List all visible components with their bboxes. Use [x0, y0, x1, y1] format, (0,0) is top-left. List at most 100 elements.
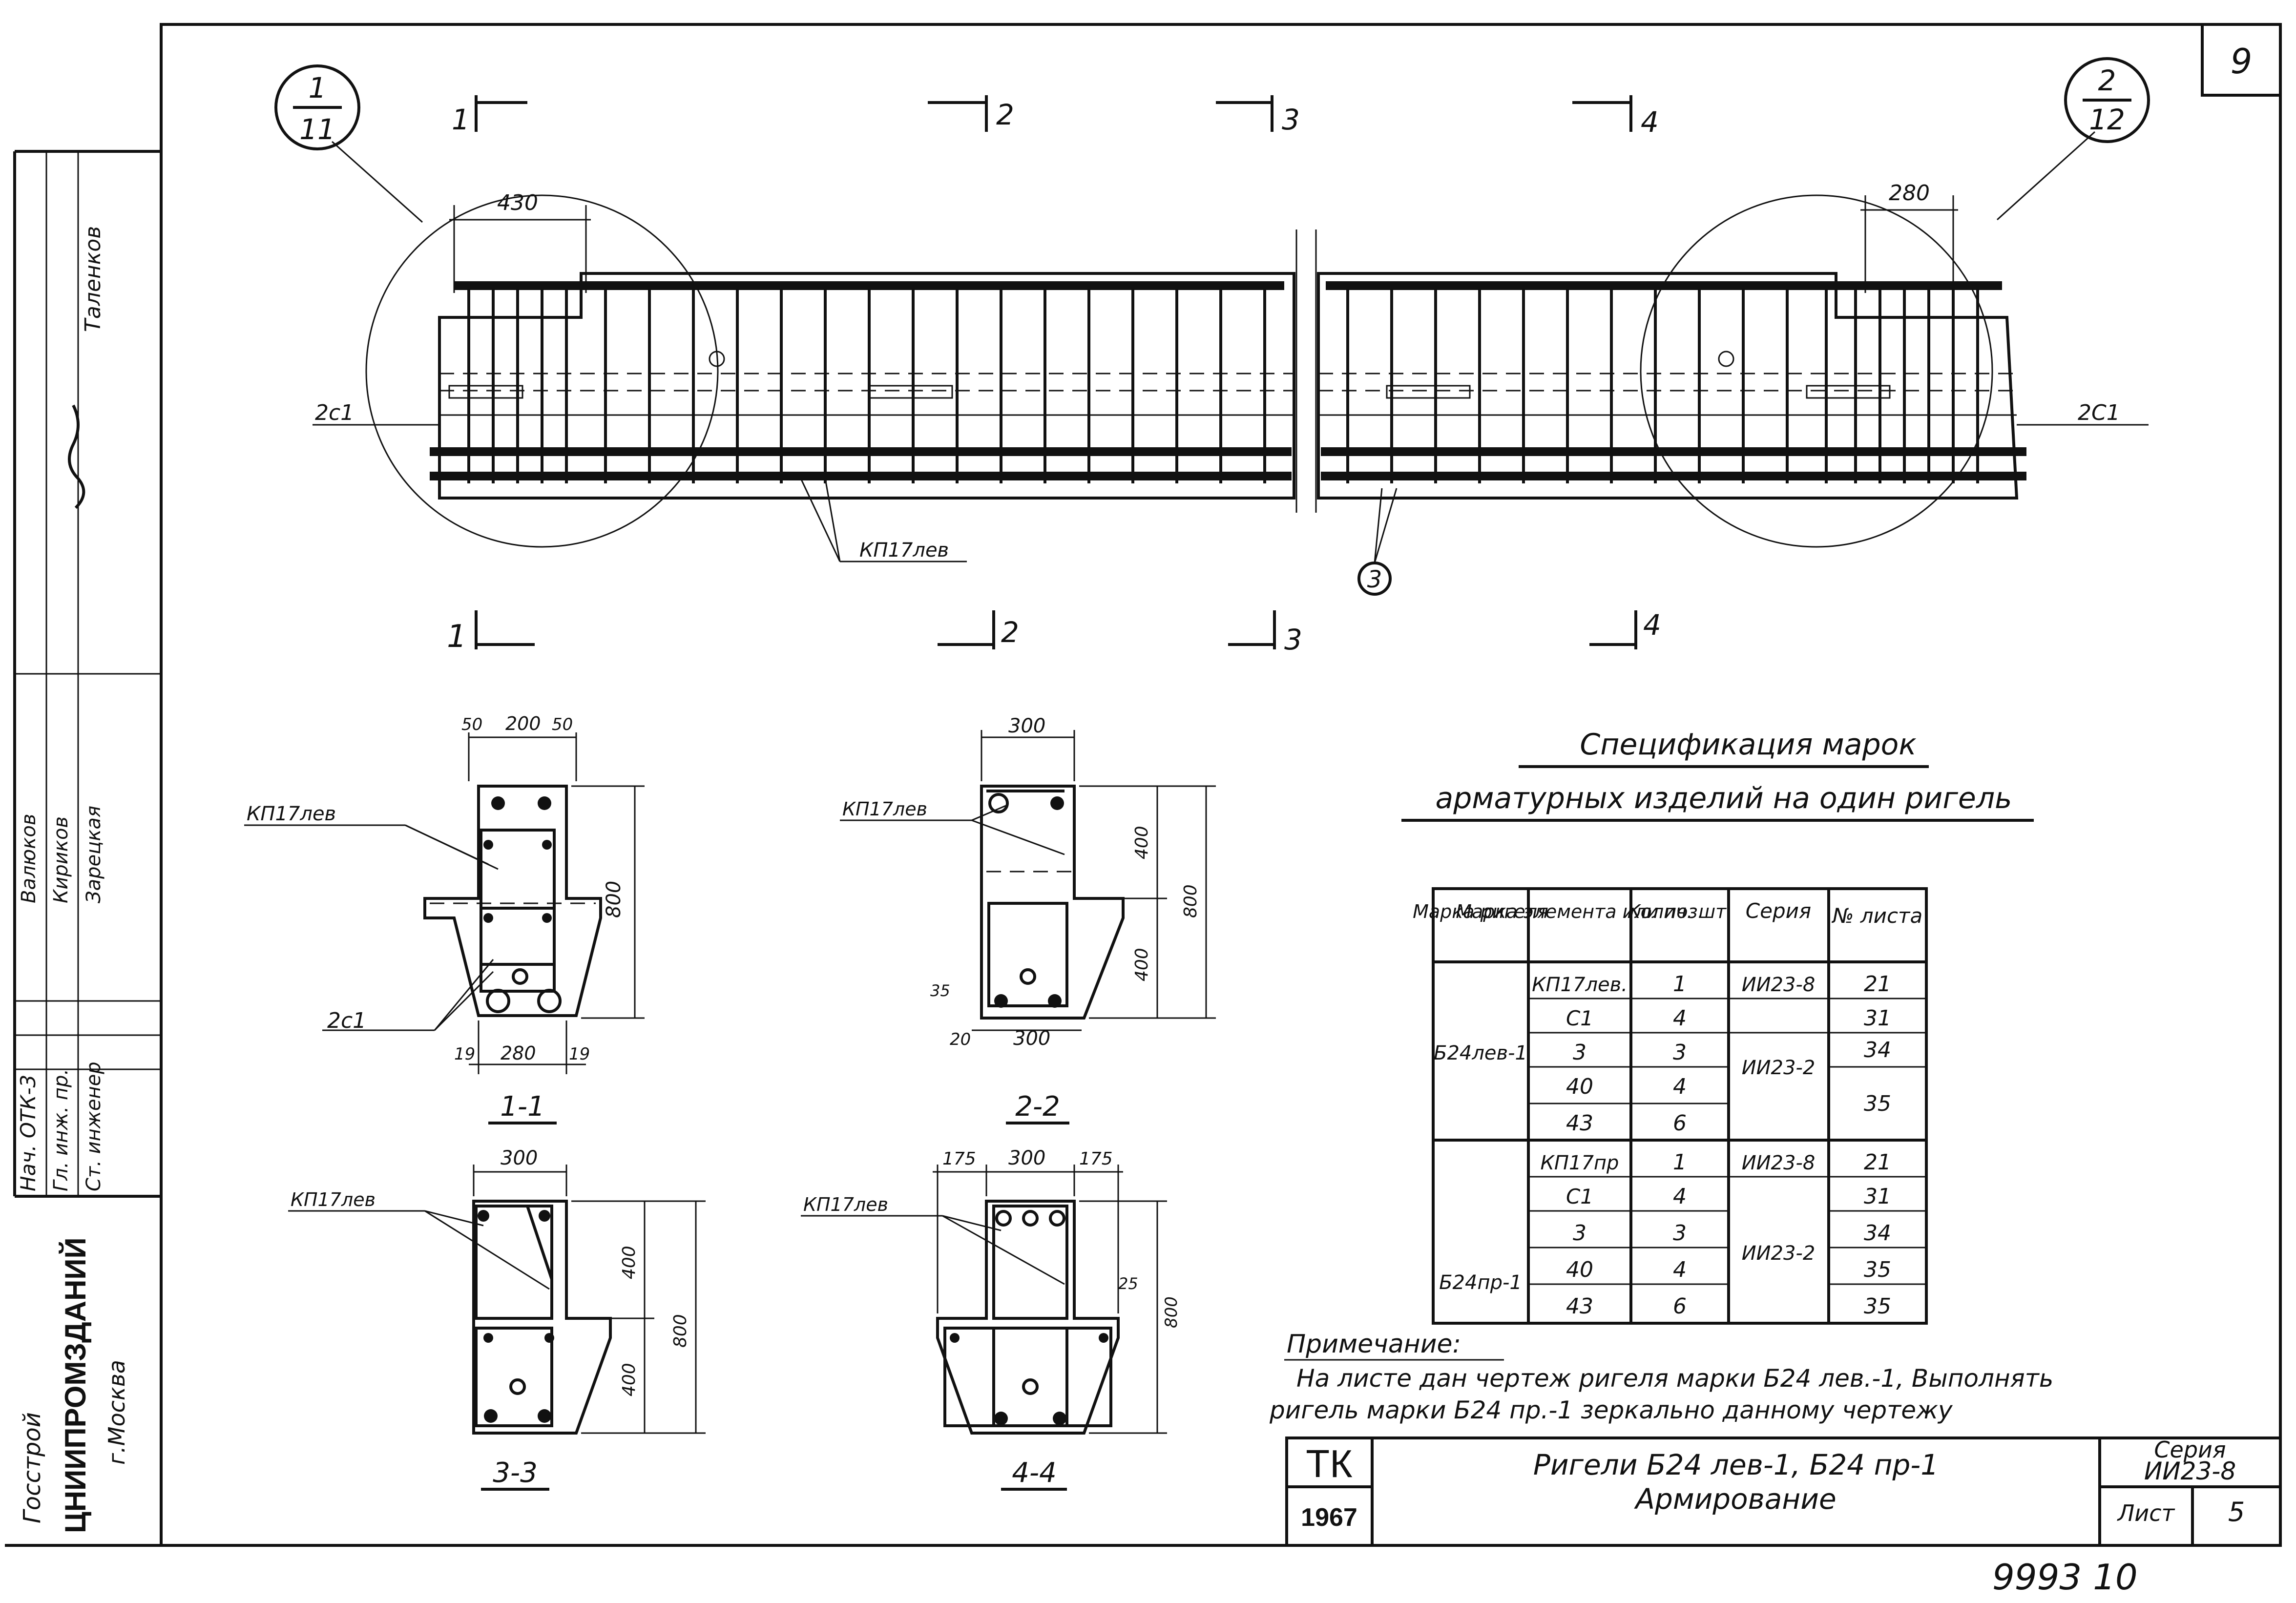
role-1: Нач. ОТК-3	[16, 1075, 40, 1191]
header-mark: Марка ригеля	[1413, 901, 1548, 922]
dim-2-2-bot-a: 20	[950, 1030, 971, 1049]
beam-left-outline	[438, 272, 1295, 500]
label-3-3-kp17: КП17лев	[291, 1189, 376, 1210]
dim-2-2-part-b: 400	[1132, 948, 1152, 981]
dim-2-2-height: 800	[1181, 884, 1201, 918]
dim-4-4-top-b: 300	[1008, 1147, 1045, 1169]
g1-r3-sheet: 34	[1864, 1038, 1891, 1062]
dim-280: 280	[1889, 181, 1930, 206]
title-2-2: 2-2	[1015, 1091, 1060, 1123]
spec-table: Марка ригеля Марка элемента или поз. Кол…	[1413, 887, 1928, 1325]
group-2-mark: Б24пр-1	[1439, 1271, 1522, 1294]
label-1-1-kp17: КП17лев	[247, 803, 336, 825]
label-4-4-kp17: КП17лев	[803, 1194, 888, 1215]
section-mark-3-top: 3	[1282, 103, 1300, 136]
beam-elevation: 1 11 2 12 430 280 2с1 2С1 КП17лев 3	[274, 57, 2150, 596]
dim-1-1-top-c: 50	[552, 715, 573, 734]
header-sheet: № листа	[1832, 904, 1922, 928]
label-1-1-2c1: 2с1	[327, 1008, 366, 1033]
g2-r5-qty: 6	[1673, 1294, 1687, 1319]
detail-circle-right	[1640, 194, 1993, 548]
dim-2-2-part-a: 400	[1132, 826, 1152, 859]
callout-left-top: 1	[309, 71, 327, 104]
g1-r2-sheet: 31	[1864, 1006, 1891, 1031]
dim-3-3-part-a: 400	[619, 1246, 639, 1279]
callout-left	[274, 64, 360, 150]
callout-left-bottom: 11	[299, 113, 335, 146]
beam-right-outline	[1317, 272, 2019, 500]
dim-2-2-35: 35	[930, 981, 950, 1000]
group-1-mark: Б24лев-1	[1434, 1042, 1527, 1064]
signature-1	[68, 404, 85, 509]
detail-circle-left	[365, 194, 719, 548]
lifting-hole-right	[1718, 351, 1734, 367]
year: 1967	[1301, 1503, 1357, 1532]
title-line2: Армирование	[1633, 1482, 1836, 1516]
g2-r3-element: 3	[1573, 1221, 1586, 1246]
g2-r3-qty: 3	[1673, 1221, 1687, 1246]
spec-title-line2: арматурных изделий на один ригель	[1435, 781, 2012, 815]
dim-430: 430	[497, 190, 538, 215]
g2-r3-series: ИИ23-2	[1742, 1242, 1816, 1265]
section-mark-4-bottom: 4	[1643, 608, 1661, 642]
title-block: ТК 1967 Ригели Б24 лев-1, Б24 пр-1 Армир…	[1285, 1436, 2282, 1547]
spec-title-line1: Спецификация марок	[1580, 728, 1916, 762]
title-1-1: 1-1	[500, 1091, 544, 1123]
page-number-box	[2201, 23, 2282, 97]
section-3-3: 300 400 400 800 КП17лев 3-3	[288, 1147, 706, 1491]
dim-1-1-top-b: 200	[505, 713, 541, 734]
section-4-4: 175 300 175 25 800 КП17лев 4-4	[801, 1147, 1181, 1491]
mark-3: 3	[1367, 566, 1382, 593]
title-4-4: 4-4	[1012, 1457, 1056, 1489]
header-element: Марка элемента или поз.	[1456, 901, 1704, 922]
dim-1-1-height: 800	[603, 881, 625, 918]
g1-r1-sheet: 21	[1864, 972, 1891, 997]
side-stamp: Нач. ОТК-3 Гл. инж. пр. Ст. инженер Тале…	[13, 150, 161, 1533]
archive-number: 9993 10	[1992, 1557, 2138, 1598]
g1-r3-qty: 3	[1673, 1040, 1687, 1065]
g2-r4-sheet: 35	[1864, 1257, 1891, 1282]
g1-r3-element: 3	[1573, 1040, 1586, 1065]
g1-r5-element: 43	[1566, 1111, 1593, 1136]
g2-r1-element: КП17пр	[1541, 1152, 1619, 1174]
g2-r2-qty: 4	[1673, 1184, 1687, 1209]
org-line3: г.Москва	[104, 1360, 130, 1465]
page-number: 9	[2231, 42, 2253, 82]
dim-4-4-height: 800	[1162, 1296, 1181, 1328]
logo-tk: ТК	[1306, 1442, 1353, 1485]
g2-r5-element: 43	[1566, 1294, 1593, 1319]
name-4: Зарецкая	[83, 806, 105, 903]
label-2c1-left: 2с1	[315, 400, 354, 425]
sheet-frame	[160, 23, 2282, 1547]
role-3: Ст. инженер	[83, 1062, 105, 1191]
g2-r4-qty: 4	[1673, 1257, 1687, 1282]
dim-4-4-top-a: 175	[942, 1149, 976, 1169]
g1-r5-qty: 6	[1673, 1111, 1687, 1136]
name-2: Валюков	[18, 814, 40, 903]
g1-r1-series: ИИ23-8	[1742, 974, 1816, 996]
label-kp17-elev: КП17лев	[859, 539, 949, 562]
note-line2: ригель марки Б24 пр.-1 зеркально данному…	[1269, 1396, 1953, 1424]
g2-r5-sheet: 35	[1864, 1294, 1891, 1319]
section-mark-1-top: 1	[452, 103, 470, 136]
title-line1: Ригели Б24 лев-1, Б24 пр-1	[1533, 1448, 1939, 1481]
sheet-number: 5	[2228, 1497, 2245, 1527]
series-value: ИИ23-8	[2144, 1457, 2236, 1485]
header-qty: Колич. шт.	[1628, 901, 1732, 922]
dim-3-3-height: 800	[670, 1314, 690, 1348]
g2-r4-element: 40	[1566, 1257, 1593, 1282]
label-2c1-right: 2С1	[2078, 400, 2120, 425]
dim-4-4-25: 25	[1118, 1274, 1138, 1293]
section-mark-1-bottom: 1	[447, 619, 467, 655]
label-2-2-kp17: КП17лев	[842, 798, 927, 820]
dim-3-3-top: 300	[501, 1147, 538, 1169]
section-mark-4-top: 4	[1641, 105, 1659, 139]
name-3: Кириков	[50, 816, 72, 903]
g1-r2-qty: 4	[1673, 1006, 1687, 1031]
org-line2: ЦНИИПРОМЗДАНИЙ	[59, 1237, 92, 1533]
dim-1-1-bot-c: 19	[569, 1044, 590, 1064]
g2-r3-sheet: 34	[1864, 1221, 1891, 1246]
g2-r1-sheet: 21	[1864, 1150, 1891, 1175]
g1-r4-sheet: 35	[1864, 1091, 1891, 1116]
g1-r2-element: С1	[1566, 1006, 1593, 1030]
